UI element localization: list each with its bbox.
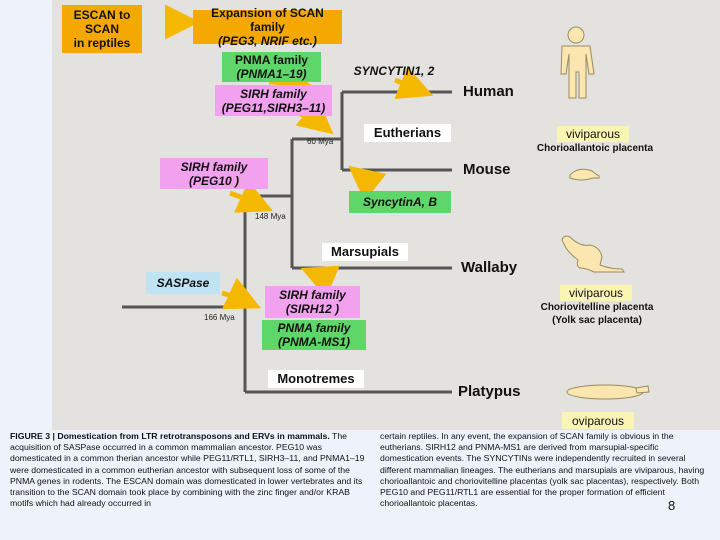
escan-line-3: in reptiles — [73, 36, 131, 50]
species-platypus: Platypus — [458, 383, 521, 400]
saspase-box: SASPase — [146, 272, 220, 294]
page-number: 8 — [668, 498, 676, 513]
species-human: Human — [463, 83, 514, 100]
scan-expansion-line-2: (PEG3, NRIF etc.) — [218, 34, 317, 48]
monotremes-text: Monotremes — [277, 371, 355, 386]
escan-line-1: ESCAN to — [73, 8, 131, 22]
syncytin-mouse-text: SyncytinA, B — [362, 195, 437, 209]
placenta-marsupial-1: Choriovitelline placenta — [540, 302, 654, 313]
monotremes-label: Monotremes — [268, 370, 364, 388]
pnma-human-box: PNMA family (PNMA1–19) — [222, 52, 321, 82]
syncytin-human-text: SYNCYTIN1, 2 — [353, 64, 435, 78]
mouse-silhouette — [569, 168, 600, 181]
sirh-therian-line-1: SIRH family — [180, 159, 248, 174]
tree-and-arrows — [122, 4, 650, 400]
sirh-therian-box: SIRH family (PEG10 ) — [160, 158, 268, 189]
pnma-marsupial-line-1: PNMA family — [277, 321, 351, 335]
syncytin-human-label: SYNCYTIN1, 2 — [346, 62, 442, 80]
species-mouse: Mouse — [463, 161, 511, 178]
platypus-bill — [635, 385, 650, 394]
human-silhouette — [567, 26, 585, 44]
placenta-eutherian: Chorioallantoic placenta — [536, 143, 654, 154]
placenta-marsupial-2: (Yolk sac placenta) — [552, 315, 642, 326]
platypus-silhouette — [566, 384, 644, 400]
caption-right-body: certain reptiles. In any event, the expa… — [380, 431, 705, 509]
sirh-eutherian-line-2: (PEG11,SIRH3–11) — [221, 100, 326, 115]
tree-branches — [122, 90, 452, 394]
sirh-eutherian-line-1: SIRH family — [240, 86, 307, 101]
saspase-text: SASPase — [156, 276, 210, 290]
pnma-human-line-1: PNMA family — [235, 53, 308, 67]
pnma-human-line-2: (PNMA1–19) — [236, 67, 307, 81]
escan-line-2: SCAN — [84, 22, 119, 36]
species-silhouettes — [560, 26, 650, 400]
sirh-marsupial-line-1: SIRH family — [279, 288, 346, 302]
marsupials-label: Marsupials — [322, 243, 408, 261]
mya-148: 148 Mya — [255, 212, 286, 221]
oviparous-box: oviparous — [562, 412, 634, 429]
mya-166: 166 Mya — [204, 313, 235, 322]
domestication-arrows — [165, 4, 434, 310]
viviparous-marsupial-box: viviparous — [560, 285, 632, 301]
mya-60: 60 Mya — [307, 137, 334, 146]
caption-left-column: FIGURE 3 | Domestication from LTR retrot… — [10, 431, 370, 509]
wallaby-silhouette — [561, 235, 625, 273]
eutherians-label: Eutherians — [364, 124, 451, 142]
sirh-marsupial-line-2: (SIRH12 ) — [285, 302, 340, 316]
syncytin-mouse-box: SyncytinA, B — [349, 191, 451, 213]
marsupials-text: Marsupials — [331, 244, 399, 259]
sirh-marsupial-box: SIRH family (SIRH12 ) — [265, 286, 360, 318]
viviparous-eutherian-text: viviparous — [565, 127, 621, 141]
sirh-eutherian-box: SIRH family (PEG11,SIRH3–11) — [215, 85, 332, 116]
scan-expansion-box: Expansion of SCAN family (PEG3, NRIF etc… — [193, 6, 342, 48]
caption-right-column: certain reptiles. In any event, the expa… — [380, 431, 710, 509]
phylogeny-figure: ESCAN to SCAN in reptiles Expansion of S… — [52, 0, 720, 430]
pnma-marsupial-box: PNMA family (PNMA-MS1) — [262, 320, 366, 350]
human-body — [560, 45, 595, 99]
species-wallaby: Wallaby — [461, 259, 518, 276]
viviparous-marsupial-text: viviparous — [568, 286, 624, 300]
escan-to-scan-box: ESCAN to SCAN in reptiles — [62, 5, 142, 53]
pnma-marsupial-line-2: (PNMA-MS1) — [278, 335, 350, 349]
sirh-therian-line-2: (PEG10 ) — [188, 173, 239, 188]
oviparous-text: oviparous — [571, 413, 625, 428]
caption-left-body: The acquisition of SASPase occurred in a… — [10, 431, 365, 509]
viviparous-eutherian-box: viviparous — [557, 126, 629, 142]
eutherians-text: Eutherians — [373, 125, 442, 140]
scan-expansion-line-1: Expansion of SCAN family — [211, 6, 324, 34]
caption-title: FIGURE 3 | Domestication from LTR retrot… — [10, 431, 330, 441]
